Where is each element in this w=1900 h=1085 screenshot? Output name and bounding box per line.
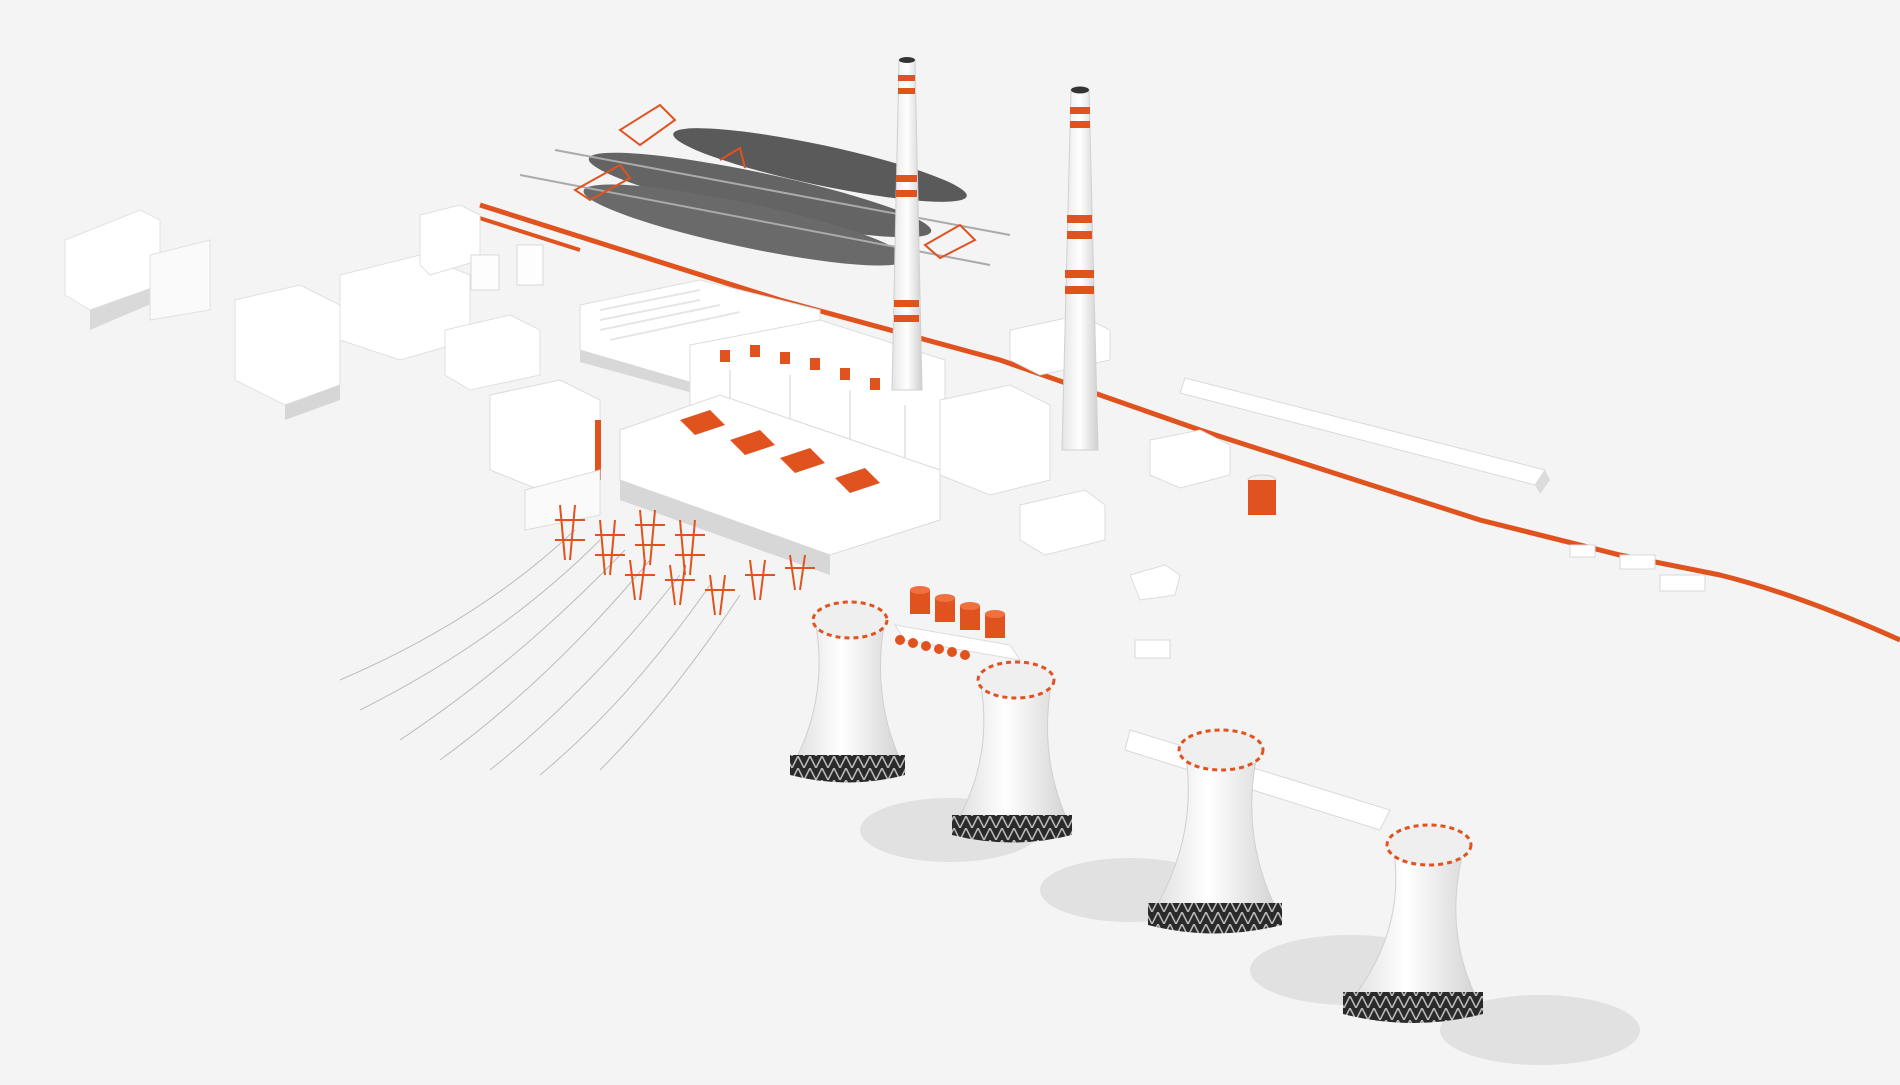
tank [985,610,1005,638]
pylon [635,509,665,566]
pylon [595,519,625,576]
chimney [1061,86,1099,451]
coal-pile [673,128,967,202]
conveyor-line [479,202,1900,643]
coal-storage [519,103,1011,266]
long-pipe [1179,377,1550,494]
control-block [489,379,601,531]
cooling-tower [1341,823,1640,1065]
stacker-reclaimer [573,103,977,260]
roof-vent [680,410,725,435]
roof-vent [730,430,775,455]
power-lines [339,529,741,776]
pylon [625,559,655,601]
coal-pile [588,152,932,238]
tank [910,586,930,614]
coal-pile [583,184,907,266]
pylon [785,554,815,591]
pylon [665,564,695,606]
orange-tank [1248,480,1276,515]
pylon [705,574,735,616]
main-building [619,394,941,575]
oil-tanks [893,586,1022,661]
roof-vent [835,468,880,493]
pylon [675,519,705,576]
pylon [555,504,585,561]
switchyard [339,504,815,776]
pylon [745,559,775,601]
roof-vent [780,448,825,473]
admin-buildings-left [64,204,544,420]
cooling-tower [789,600,1040,862]
tank [935,594,955,622]
tank [960,602,980,630]
chimney [891,57,923,391]
